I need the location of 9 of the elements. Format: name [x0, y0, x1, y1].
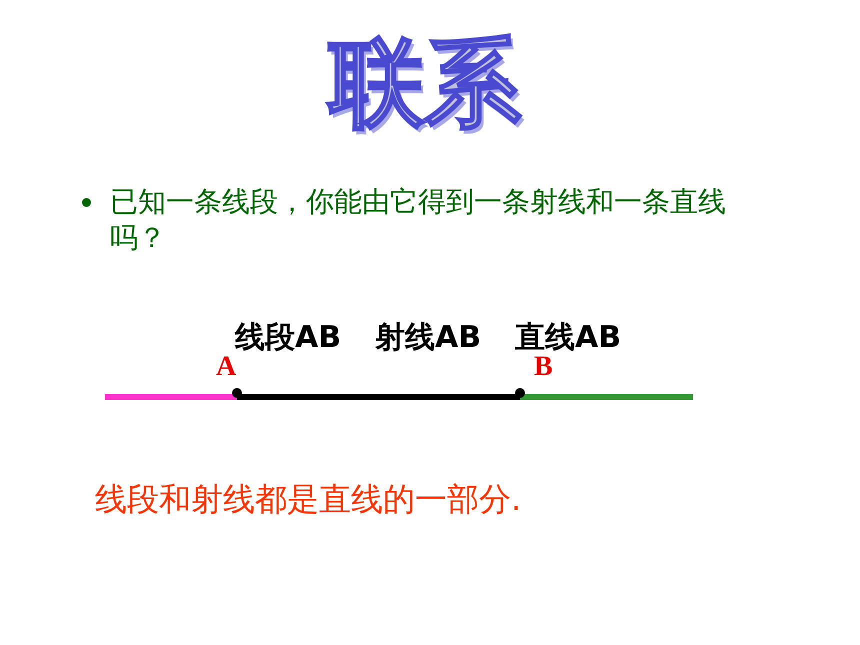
ray-line: [105, 394, 237, 400]
ray-line: [520, 394, 693, 400]
segment-label: 线段AB: [235, 319, 342, 356]
bullet-text: 已知一条线段，你能由它得到一条射线和一条直线吗？: [110, 184, 727, 256]
point-label: A: [216, 352, 236, 382]
segment-line: [237, 394, 520, 400]
ray-label: 射线AB: [375, 319, 482, 357]
conclusion-text: 线段和射线都是直线的一部分.: [95, 479, 522, 520]
title: 联系: [300, 28, 550, 138]
